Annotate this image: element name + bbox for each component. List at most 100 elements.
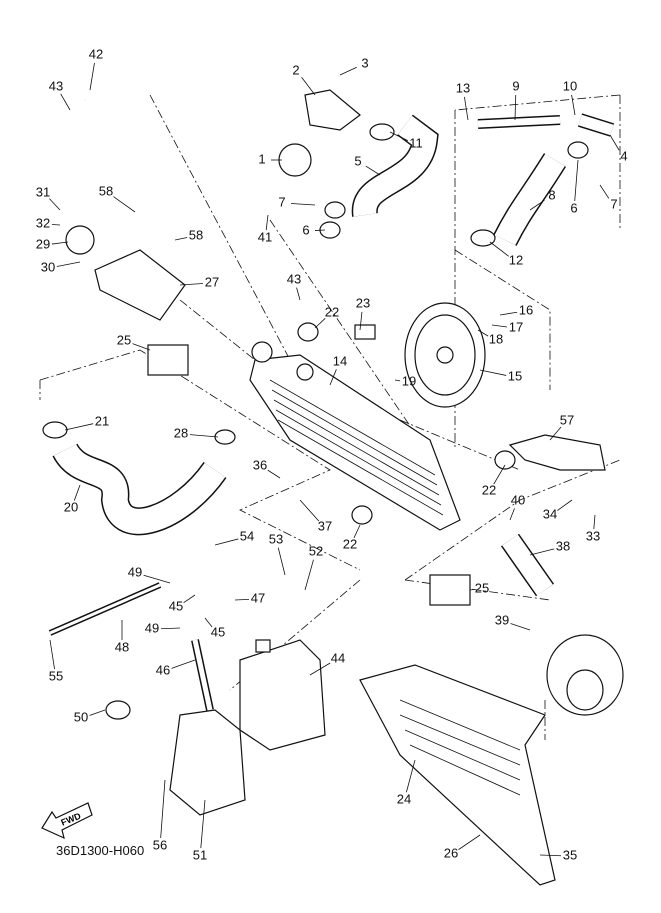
callout-51: 51 — [193, 847, 207, 862]
callout-29: 29 — [36, 236, 50, 251]
leader-line — [51, 224, 61, 226]
leader-line — [314, 229, 326, 231]
leader-line — [64, 423, 94, 431]
leader-line — [477, 329, 489, 337]
callout-25: 25 — [117, 332, 131, 347]
leader-line — [51, 241, 69, 245]
hose-9 — [477, 113, 615, 137]
callout-20: 20 — [64, 499, 78, 514]
leader-line — [529, 199, 545, 211]
leader-line — [49, 198, 61, 211]
callout-58: 58 — [189, 227, 203, 242]
callout-35: 35 — [563, 847, 577, 862]
callout-33: 33 — [586, 528, 600, 543]
leader-line — [339, 66, 357, 76]
callout-49: 49 — [145, 620, 159, 635]
callout-48: 48 — [115, 639, 129, 654]
callout-18: 18 — [489, 331, 503, 346]
leader-line — [301, 77, 316, 96]
leader-line — [60, 93, 71, 111]
callout-27: 27 — [205, 274, 219, 289]
leader-line — [299, 499, 320, 522]
callout-43: 43 — [49, 78, 63, 93]
leader-line — [599, 184, 610, 199]
thermostat-housing — [278, 89, 361, 177]
callout-23: 23 — [356, 295, 370, 310]
callout-46: 46 — [156, 662, 170, 677]
callout-54: 54 — [240, 528, 254, 543]
leader-line — [493, 464, 506, 485]
leader-line — [514, 94, 517, 121]
reservoir-tank — [239, 639, 326, 751]
callout-58: 58 — [99, 183, 113, 198]
hose-42 — [79, 59, 269, 214]
leader-line — [132, 343, 151, 351]
leader-line — [329, 369, 337, 386]
leader-line — [314, 318, 326, 329]
leader-line — [389, 131, 409, 142]
leader-line — [365, 165, 381, 176]
callout-7: 7 — [610, 196, 617, 211]
callout-13: 13 — [456, 80, 470, 95]
leader-line — [557, 499, 573, 511]
leader-line — [89, 709, 106, 716]
leader-line — [277, 547, 286, 576]
leader-line — [479, 369, 507, 376]
callout-26: 26 — [444, 845, 458, 860]
callout-5: 5 — [354, 153, 361, 168]
callout-52: 52 — [309, 543, 323, 558]
radiator-cap-bracket — [65, 225, 186, 321]
leader-line — [73, 484, 81, 501]
radiator — [249, 341, 461, 531]
leader-line — [549, 426, 562, 441]
callout-24: 24 — [397, 791, 411, 806]
leader-line — [359, 311, 363, 331]
leader-line — [539, 854, 562, 857]
leader-line — [200, 799, 206, 849]
leader-line — [353, 524, 361, 539]
callout-45: 45 — [169, 598, 183, 613]
callout-12: 12 — [509, 252, 523, 267]
callout-6: 6 — [570, 200, 577, 215]
leader-line — [510, 623, 531, 631]
leader-line — [489, 241, 509, 257]
callout-22: 22 — [482, 482, 496, 497]
leader-line — [267, 469, 281, 479]
leader-line — [593, 514, 596, 530]
hose-48 — [48, 582, 162, 636]
callout-42: 42 — [89, 46, 103, 61]
leader-line — [405, 759, 416, 793]
callout-56: 56 — [153, 837, 167, 852]
leader-line — [499, 311, 518, 316]
leader-line — [174, 237, 188, 241]
leader-line — [290, 203, 316, 206]
callout-38: 38 — [556, 538, 570, 553]
fwd-arrow-icon: FWD — [41, 802, 93, 840]
callout-37: 37 — [318, 518, 332, 533]
callout-31: 31 — [36, 184, 50, 199]
diagram-code: 36D1300-H060 — [56, 843, 145, 858]
callout-3: 3 — [361, 55, 368, 70]
leader-line — [234, 598, 250, 601]
leader-line — [296, 287, 301, 301]
leader-line — [204, 617, 213, 628]
callout-19: 19 — [402, 373, 416, 388]
callout-43: 43 — [287, 271, 301, 286]
leader-line — [394, 379, 401, 382]
leader-line — [183, 594, 196, 604]
radiator-cover — [359, 664, 556, 886]
leader-line — [309, 662, 331, 676]
callout-53: 53 — [269, 531, 283, 546]
leader-line — [529, 548, 555, 556]
callout-44: 44 — [331, 650, 345, 665]
leader-line — [160, 779, 166, 839]
hose-20 — [52, 442, 227, 536]
callout-6: 6 — [302, 222, 309, 237]
callout-1: 1 — [258, 151, 265, 166]
leader-line — [609, 134, 620, 151]
callout-47: 47 — [251, 590, 265, 605]
leader-line — [49, 639, 55, 670]
callout-9: 9 — [512, 78, 519, 93]
callout-21: 21 — [95, 413, 109, 428]
